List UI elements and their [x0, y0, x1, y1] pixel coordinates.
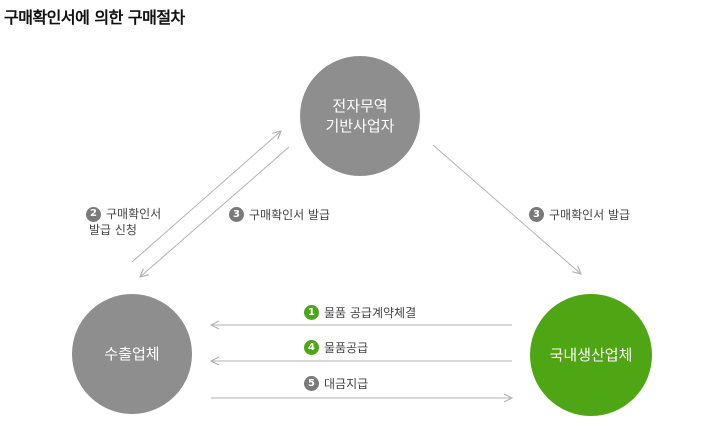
- step4-label: 4 물품공급: [304, 339, 368, 356]
- step5-number-badge: 5: [304, 376, 319, 391]
- node-exporter: 수출업체: [72, 294, 192, 414]
- arrow-exporter-to-platform: [131, 131, 281, 263]
- step3-right-number-badge: 3: [529, 207, 544, 222]
- node-domestic-producer-label: 국내생산업체: [549, 346, 633, 364]
- step1-label: 1 물품 공급계약체결: [304, 304, 416, 321]
- step4-text: 물품공급: [324, 341, 369, 355]
- step5-text: 대금지급: [324, 377, 369, 391]
- node-trade-platform-line1: 전자무역: [332, 97, 388, 115]
- node-exporter-label: 수출업체: [104, 345, 160, 363]
- step2-text-line2: 발급 신청: [89, 223, 137, 237]
- node-domestic-producer: 국내생산업체: [530, 294, 652, 416]
- page-title: 구매확인서에 의한 구매절차: [4, 8, 185, 27]
- step2-number-badge: 2: [86, 206, 101, 222]
- step1-number-badge: 1: [304, 305, 319, 320]
- step5-label: 5 대금지급: [304, 375, 368, 392]
- arrow-platform-to-exporter: [140, 146, 290, 277]
- node-trade-platform-line2: 기반사업자: [325, 117, 395, 135]
- step3-right-label: 3 구매확인서 발급: [529, 206, 630, 223]
- step3-right-text: 구매확인서 발급: [549, 208, 631, 222]
- step3-left-label: 3 구매확인서 발급: [229, 206, 330, 223]
- step4-number-badge: 4: [304, 340, 319, 355]
- step1-text: 물품 공급계약체결: [324, 306, 417, 320]
- arrow-platform-to-domestic: [432, 144, 581, 274]
- step3-left-text: 구매확인서 발급: [249, 208, 331, 222]
- step2-text-line1: 구매확인서: [106, 207, 162, 221]
- node-trade-platform: 전자무역 기반사업자: [300, 56, 420, 176]
- step2-label: 2 구매확인서 발급 신청: [86, 206, 161, 238]
- step3-left-number-badge: 3: [229, 207, 244, 222]
